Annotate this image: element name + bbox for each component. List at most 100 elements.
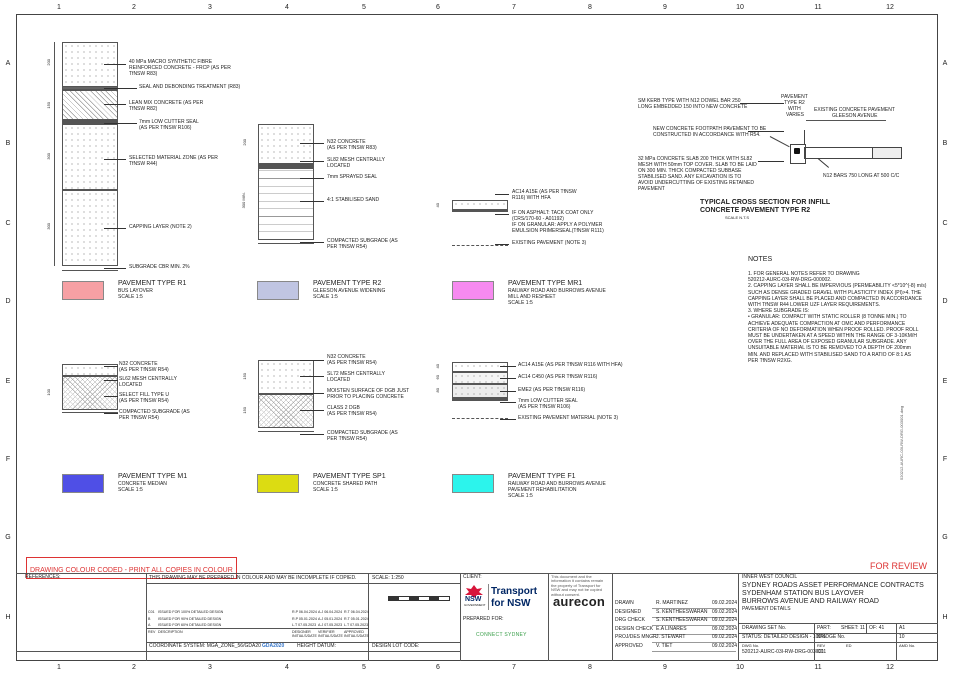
project-line-3: BURROWS AVENUE AND RAILWAY ROAD	[742, 598, 879, 605]
role-name: E.A LINARES	[656, 625, 687, 632]
legend-swatch	[62, 281, 104, 300]
scale-label: SCALE: 1:250	[372, 575, 404, 581]
colour-coded-banner: DRAWING COLOUR CODED - PRINT ALL COPIES …	[26, 557, 237, 579]
column-number-bottom: 7	[512, 664, 516, 671]
legend-swatch	[257, 474, 299, 493]
column-number-bottom: 8	[588, 664, 592, 671]
infill-title-2: CONCRETE PAVEMENT TYPE R2	[700, 207, 811, 214]
mr1-label: EMULSION PRIMERSEAL(TfNSW R111)	[512, 228, 604, 234]
revision-cell: R.P 05.01.2024	[292, 616, 317, 621]
column-number-top: 6	[436, 4, 440, 11]
role-name: R. MARTINEZ	[656, 600, 688, 606]
infill-title-1: TYPICAL CROSS SECTION FOR INFILL	[700, 199, 831, 206]
legend-subtitle: CONCRETE SHARED PATH	[313, 481, 378, 487]
notes-heading: NOTES	[748, 256, 773, 263]
note-line: 1. FOR GENERAL NOTES REFER TO DRAWING	[748, 271, 860, 277]
infill-label: VARIES	[786, 112, 804, 118]
legend-title: PAVEMENT TYPE F1	[508, 473, 576, 480]
sp1-label: LOCATED	[327, 377, 351, 383]
row-letter-right: G	[942, 534, 948, 541]
infill-label: PAVEMENT	[638, 186, 665, 192]
row-letter-left: D	[5, 298, 11, 305]
m1-dim-1: 100	[46, 388, 52, 396]
row-letter-left: C	[5, 220, 11, 227]
m1-label: SELECT FILL TYPE U	[119, 392, 169, 398]
infill-label: SM KERB TYPE WITH N12 DOWEL BAR 250	[638, 98, 741, 104]
r2-label: COMPACTED SUBGRADE (AS	[327, 238, 398, 244]
column-number-top: 4	[285, 4, 289, 11]
mr1-label: (CRS/170-60 - A01192)	[512, 216, 564, 222]
column-number-top: 11	[814, 4, 822, 11]
row-letter-left: F	[5, 456, 11, 463]
for-review-stamp: FOR REVIEW	[870, 561, 928, 571]
infill-label: 32 MPa CONCRETE SLAB 200 THICK WITH SL82	[638, 156, 753, 162]
role-role: APPROVED	[615, 643, 643, 649]
revision-header: REV	[148, 630, 156, 634]
drawing-frame	[16, 14, 938, 661]
r2-label: PER TfNSW R54)	[327, 244, 367, 250]
r2-concrete-layer	[258, 124, 314, 164]
role-date: 09.02.2024	[712, 625, 738, 632]
note-line: CRITERIA OF NO DEFORMATION WHEN PROOF RO…	[748, 326, 919, 333]
side-file-path: 520212-AURC-03I-RW-DRG-003001.dwg	[899, 405, 904, 480]
column-number-top: 2	[132, 4, 136, 11]
f1-dim-1: 40	[434, 364, 440, 369]
m1-label: N32 CONCRETE	[119, 361, 158, 367]
infill-label: CONSTRUCTED IN ACCORDANCE WITH R54.	[653, 132, 761, 138]
r2-label: N32 CONCRETE	[327, 139, 366, 145]
rev-label: REV	[817, 643, 826, 648]
client-label: CLIENT:	[463, 574, 482, 580]
r1-label: REINFORCED CONCRETE - FRCP (AS PER	[129, 65, 231, 71]
role-role: DRG CHECK	[615, 617, 646, 624]
gda-logo: GDA2020	[262, 643, 285, 649]
note-line: PER TfNSW R2XG.	[748, 357, 793, 364]
r2-dim-2: 300 MIN.	[240, 192, 246, 209]
role-date: 09.02.2024	[712, 643, 738, 649]
mr1-label: IF ON ASPHALT: TACK COAT ONLY	[512, 210, 594, 216]
role-name: J. STEWART	[656, 634, 686, 641]
r1-label: TfNSW R44)	[129, 161, 158, 167]
legend-subtitle: SCALE 1:5	[508, 300, 533, 306]
r2-infill-slab	[804, 147, 874, 159]
column-number-bottom: 12	[886, 664, 894, 671]
column-number-top: 7	[512, 4, 516, 11]
infill-label: MESH WITH 50mm TOP COVER. SLAB TO BE LAI…	[638, 162, 757, 168]
row-letter-right: A	[942, 60, 948, 67]
f1-c450-layer	[452, 372, 508, 384]
ed-label: ED	[846, 643, 852, 648]
row-letter-left: E	[5, 378, 11, 385]
r1-label: CAPPING LAYER (NOTE 2)	[129, 224, 192, 230]
revision-cell: A.J 06.04.2024	[318, 610, 343, 614]
revision-header: VERIFIER INITIALS/DATE	[318, 630, 343, 639]
infill-label: N12 BARS 750 LONG AT 500 C/C	[823, 173, 900, 179]
project-line-2: SYDENHAM STATION BUS LAYOVER	[742, 590, 864, 597]
f1-label: EXISTING PAVEMENT MATERIAL (NOTE 3)	[518, 415, 619, 421]
aurecon-logo: aurecon	[553, 594, 605, 609]
r1-dim-4: 300	[46, 222, 52, 230]
r1-dim-3: 300	[46, 152, 52, 160]
row-letter-left: H	[5, 614, 11, 621]
rev-value: C01	[817, 649, 827, 655]
r2-label: LOCATED	[327, 163, 351, 169]
column-number-bottom: 1	[57, 664, 61, 671]
r1-dim-2: 150	[46, 101, 52, 109]
revision-cell: ISSUED FOR 60% DETAILED DESIGN	[158, 623, 222, 627]
legend-subtitle: RAILWAY ROAD AND BURROWS AVENUE	[508, 288, 606, 294]
sp1-label: PER TfNSW R54)	[327, 436, 367, 442]
drawing-set-label: DRAWING SET No.	[742, 625, 787, 631]
role-name: V. TIET	[656, 643, 673, 649]
note-line: SUCH AS DENSE GRADED GRAVEL WITH PLASTIC…	[748, 289, 922, 296]
column-number-top: 1	[57, 4, 61, 11]
legend-swatch	[62, 474, 104, 493]
column-number-bottom: 9	[663, 664, 667, 671]
revision-cell: R.P 06.04.2024	[292, 610, 317, 614]
note-line: MUST BE UNDERTAKEN AT A SPEED WITHIN THE…	[748, 333, 917, 339]
column-number-top: 10	[736, 4, 744, 11]
m1-fill-layer	[62, 376, 118, 410]
mr1-dim-1: 40	[434, 203, 440, 208]
mr1-label: EXISTING PAVEMENT (NOTE 3)	[512, 240, 587, 246]
column-number-bottom: 6	[436, 664, 440, 671]
role-date: 09.02.2024	[712, 600, 738, 606]
r1-label: 7mm LOW CUTTER SEAL	[139, 119, 199, 125]
row-letter-right: E	[942, 378, 948, 385]
